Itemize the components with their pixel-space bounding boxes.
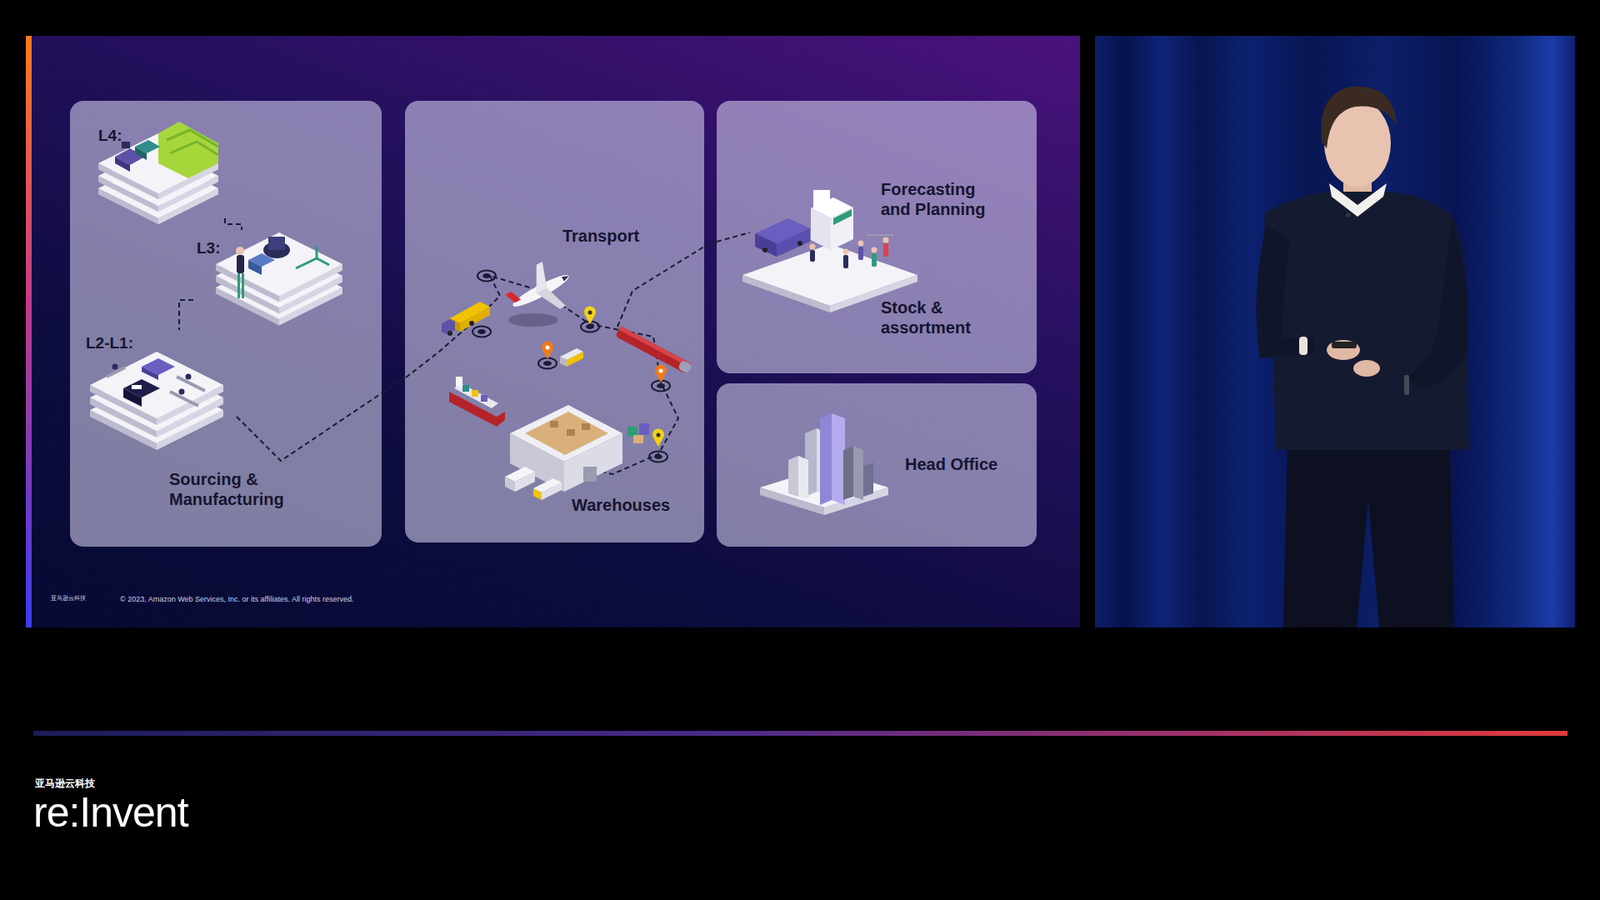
logo-text: 亚马逊云科技: [35, 778, 95, 790]
panel-heading: Sourcing & Manufacturing: [169, 469, 315, 510]
level-block: L4:: [93, 120, 244, 219]
dashed-route: [704, 241, 717, 247]
logo-text: 亚马逊云科技: [50, 595, 86, 602]
panel-heading: Warehouses: [571, 495, 689, 515]
level-block: L2-L1:: [78, 330, 237, 459]
panel-heading: Head Office: [905, 454, 1022, 475]
event-logo: re:Invent: [33, 790, 189, 836]
copyright-note: © 2023, Amazon Web Services, Inc. or its…: [120, 595, 354, 605]
office-panel: Head Office: [716, 383, 1037, 547]
level-block: L3:: [193, 230, 360, 327]
label-holder: 亚马逊云科技: [50, 595, 86, 602]
level-label: L3:: [196, 238, 247, 258]
panel-heading: Transport: [550, 225, 651, 246]
label-holder: re:Invent: [33, 790, 189, 836]
panel-heading: Stock & assortment: [880, 297, 990, 338]
panel-heading: Forecasting and Planning: [880, 179, 1002, 220]
dashed-route: [225, 218, 242, 230]
label-holder: 亚马逊云科技: [35, 778, 95, 790]
label-holder: © 2023, Amazon Web Services, Inc. or its…: [120, 595, 354, 605]
level-label: L4:: [98, 125, 157, 145]
planning-panel: Forecasting and PlanningStock & assortme…: [716, 100, 1037, 374]
level-label: L2-L1:: [85, 333, 161, 353]
dashed-route: [179, 300, 194, 330]
dashed-route: [236, 377, 405, 461]
sourcing-panel: Sourcing & Manufacturing L4: L3: L2-L1:: [70, 100, 382, 547]
transport-panel: TransportWarehouses: [405, 100, 705, 543]
